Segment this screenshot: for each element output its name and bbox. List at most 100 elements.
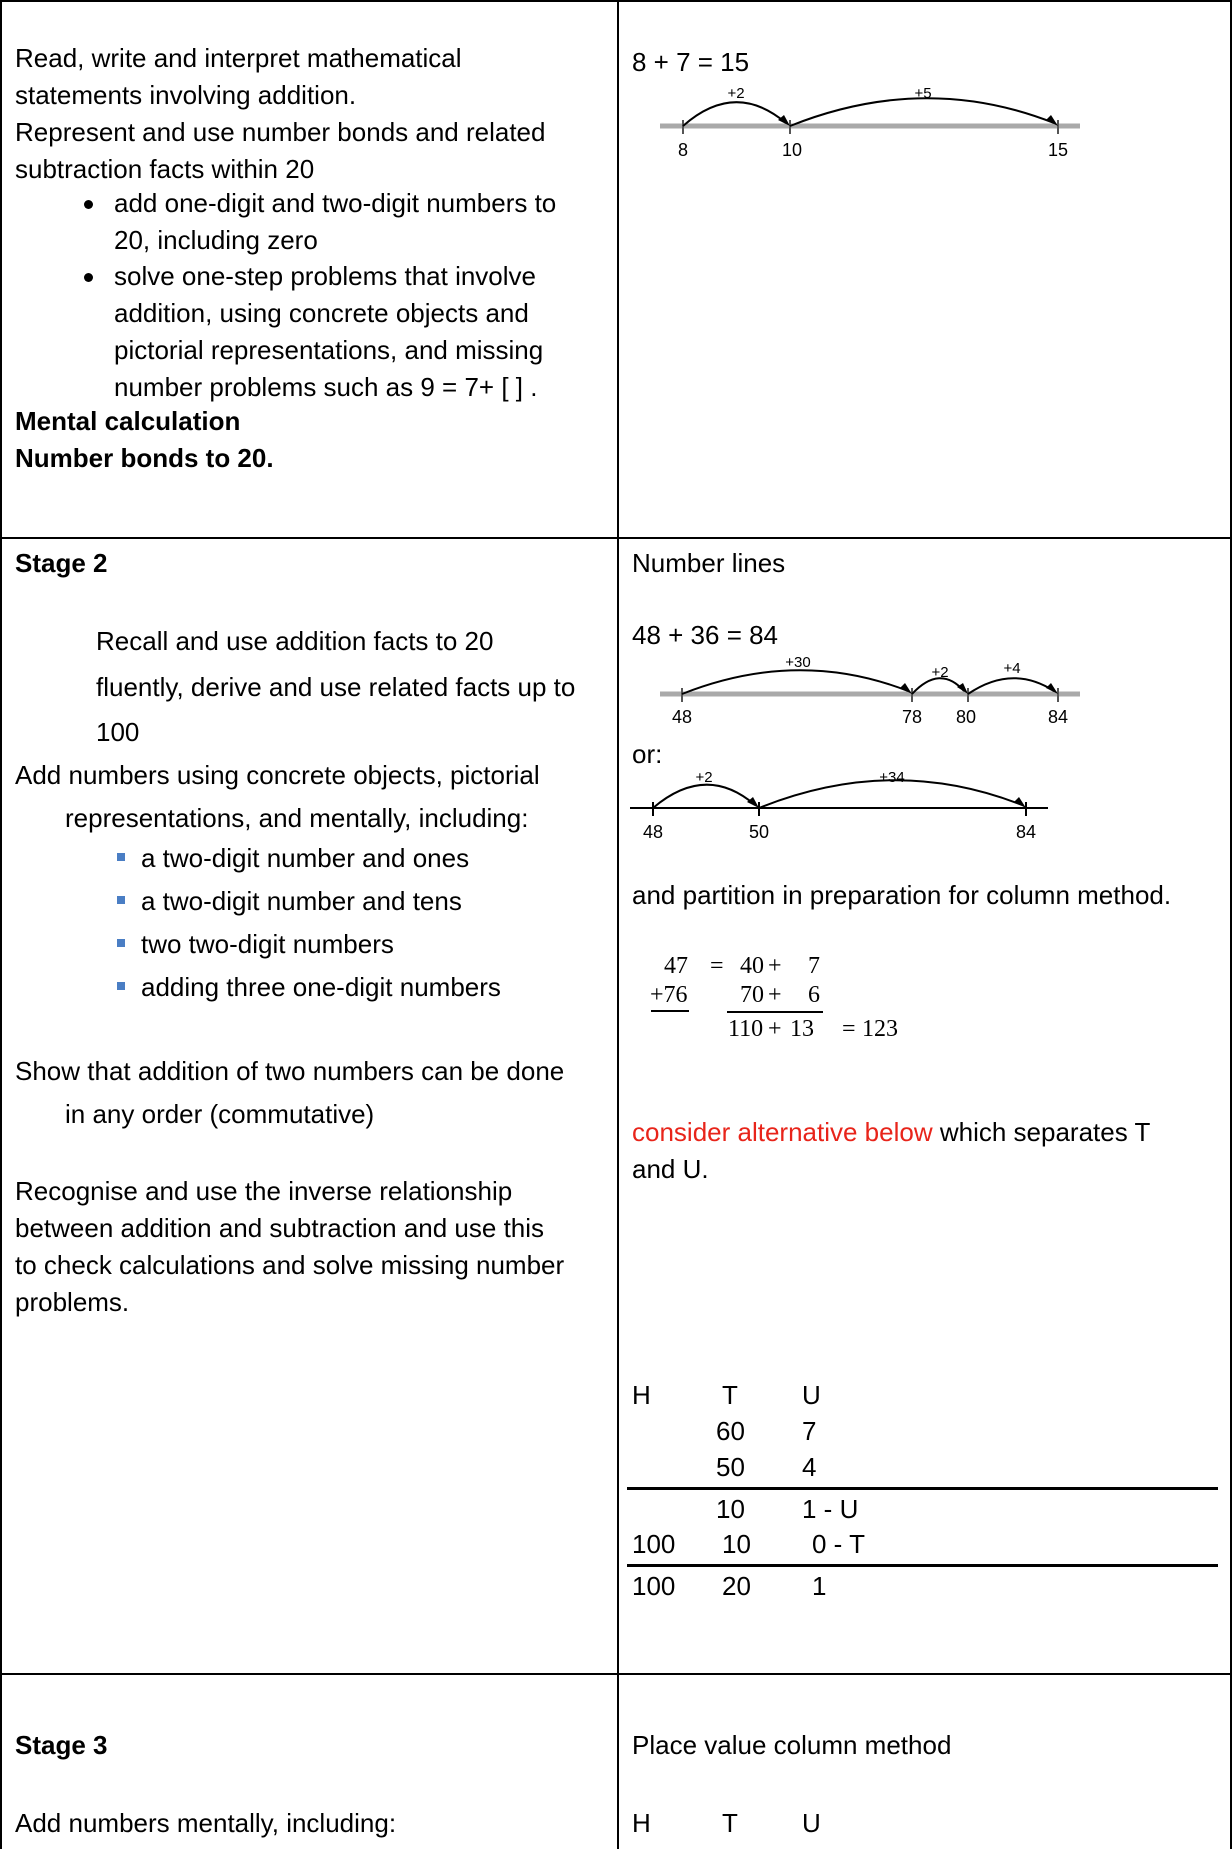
number: 40 (740, 953, 764, 979)
objective-line: to check calculations and solve missing … (15, 1250, 565, 1280)
table-row-divider-2 (0, 1673, 1232, 1675)
jump-arc (967, 677, 1055, 695)
bullet-square (117, 853, 125, 861)
number: 123 (862, 1016, 898, 1042)
objective-line: in any order (commutative) (65, 1099, 375, 1129)
column-header-t: T (722, 1380, 738, 1410)
column-header-u: U (802, 1808, 821, 1838)
list-item: adding three one-digit numbers (141, 972, 501, 1002)
arrowhead (900, 683, 912, 694)
equation: 8 + 7 = 15 (632, 47, 750, 77)
table-cell: 100 (632, 1529, 676, 1559)
plus-sign: + (768, 982, 782, 1008)
alternative-note-highlight: consider alternative below (632, 1117, 933, 1147)
section-heading: Number lines (632, 548, 786, 578)
equation: 48 + 36 = 84 (632, 620, 779, 650)
jump-label: +34 (879, 769, 904, 786)
arrowhead (1046, 115, 1058, 126)
jump-arc (758, 779, 1023, 809)
tick-label: 50 (749, 822, 769, 842)
objective-line: problems. (15, 1287, 130, 1317)
tick-label: 48 (643, 822, 663, 842)
jump-label: +2 (931, 664, 948, 681)
tick-label: 84 (1048, 707, 1068, 727)
stage-title: Stage 2 (15, 548, 108, 578)
number: 110 (728, 1016, 764, 1042)
bullet-text: pictorial representations, and missing (114, 335, 544, 365)
objective-line: statements involving addition. (15, 80, 357, 110)
list-item: a two-digit number and tens (141, 886, 462, 916)
table-cell: 10 (716, 1494, 745, 1524)
table-cell: 50 (716, 1452, 745, 1482)
underline (727, 1011, 823, 1013)
table-border-right (1230, 0, 1232, 1849)
objective-line: Recognise and use the inverse relationsh… (15, 1176, 513, 1206)
bullet-dot (84, 273, 93, 282)
alternative-note-text: which separates T (932, 1117, 1151, 1147)
number: 6 (808, 982, 820, 1008)
number-line-diagram: +2 +5 8 10 15 (660, 85, 1080, 160)
jump-arc (789, 97, 1055, 127)
table-border-left (0, 0, 2, 1849)
number: +76 (650, 982, 688, 1008)
jump-arc (681, 669, 909, 695)
stage-title: Stage 3 (15, 1730, 108, 1760)
alternative-note-line2: and U. (632, 1154, 709, 1184)
jump-label: +2 (727, 85, 744, 102)
objective-line: subtraction facts within 20 (15, 154, 315, 184)
arrowhead (747, 797, 759, 808)
bullet-text: solve one-step problems that involve (114, 261, 537, 291)
underline (651, 1010, 689, 1012)
bullet-text: 20, including zero (114, 225, 318, 255)
bullet-dot (84, 200, 93, 209)
arrowhead (1014, 797, 1026, 808)
list-item: two two-digit numbers (141, 929, 394, 959)
mental-calculation-title: Mental calculation (15, 406, 241, 436)
table-cell: 7 (802, 1416, 817, 1446)
number: 13 (790, 1016, 814, 1042)
bullet-text: add one-digit and two-digit numbers to (114, 188, 557, 218)
table-cell: 1 (812, 1571, 827, 1601)
table-rule (627, 1487, 1218, 1490)
column-header-h: H (632, 1808, 651, 1838)
or-label: or: (632, 739, 663, 769)
jump-label: +4 (1003, 660, 1020, 677)
table-rule (627, 1564, 1218, 1567)
plus-sign: + (768, 953, 782, 979)
table-cell: 1 - U (802, 1494, 859, 1524)
objective-line: Add numbers using concrete objects, pict… (15, 760, 540, 790)
jump-arc (652, 783, 756, 809)
tick-label: 15 (1048, 140, 1068, 160)
table-border-top (0, 0, 1232, 2)
section-heading: Place value column method (632, 1730, 952, 1760)
objective-line: between addition and subtraction and use… (15, 1213, 545, 1243)
jump-label: +5 (914, 85, 931, 102)
partition-text: and partition in preparation for column … (632, 880, 1172, 910)
arrowhead (778, 115, 790, 126)
objective-line: 100 (96, 717, 140, 747)
table-cell: 100 (632, 1571, 676, 1601)
column-header-h: H (632, 1380, 651, 1410)
number-line-diagram: +30 +2 +4 48 78 80 84 (660, 654, 1080, 727)
objective-line: Show that addition of two numbers can be… (15, 1056, 565, 1086)
bullet-square (117, 896, 125, 904)
tick-label: 84 (1016, 822, 1036, 842)
objective-line: Recall and use addition facts to 20 (96, 626, 494, 656)
alternative-note: consider alternative below which separat… (632, 1114, 1150, 1151)
jump-label: +2 (695, 769, 712, 786)
tick-label: 10 (782, 140, 802, 160)
bullet-square (117, 982, 125, 990)
bullet-square (117, 939, 125, 947)
objective-line: representations, and mentally, including… (65, 803, 529, 833)
tick-label: 8 (678, 140, 688, 160)
arrowhead (1046, 683, 1058, 694)
arrowhead (957, 683, 968, 694)
tick-label: 48 (672, 707, 692, 727)
equals-sign: = (710, 953, 724, 979)
bullet-text: addition, using concrete objects and (114, 298, 529, 328)
tick-label: 78 (902, 707, 922, 727)
objective-line: Read, write and interpret mathematical (15, 43, 462, 73)
number: 70 (740, 982, 764, 1008)
bullet-text: number problems such as 9 = 7+ [ ] . (114, 372, 538, 402)
table-cell: 10 (722, 1529, 751, 1559)
